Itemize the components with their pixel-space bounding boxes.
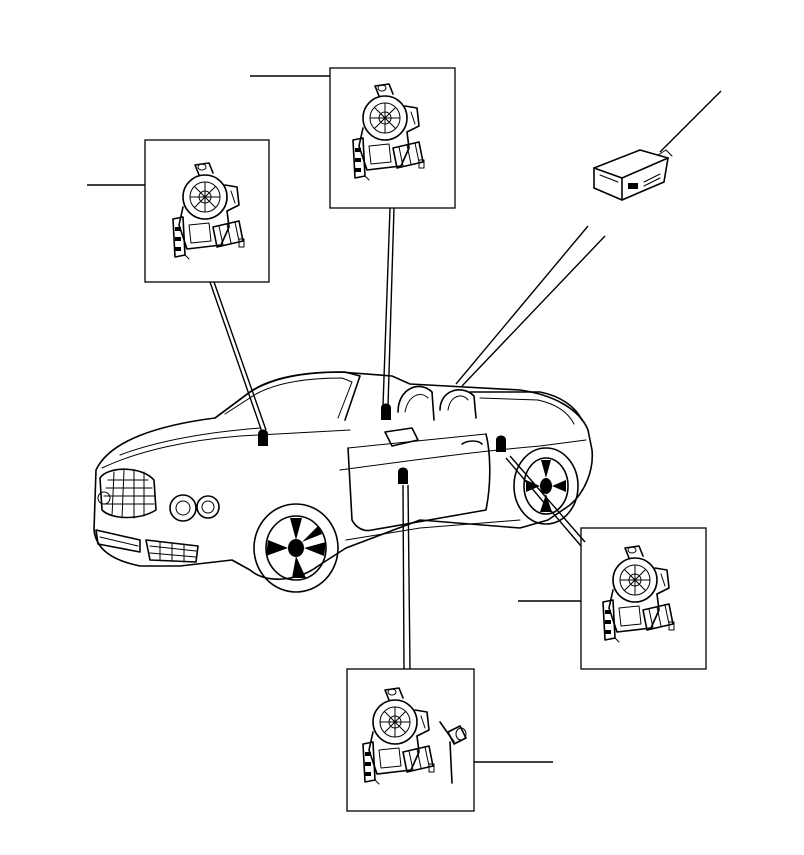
convertible-car-illustration [93,371,594,593]
lower-intake-mesh [149,541,197,563]
control-module-icon [593,90,722,201]
marker-rear-left [381,403,391,420]
motor-rear-right-inset [518,527,707,670]
screw-icon [439,721,467,784]
location-markers [258,403,506,484]
grille-mesh [103,469,155,519]
marker-rear-right [496,435,506,452]
leader-front-right [402,484,405,670]
front-wheel [253,503,339,593]
motor-front-left-inset [87,139,270,283]
leader-module-car [455,225,589,385]
marker-front-left [258,429,268,446]
motor-front-right-inset [346,668,553,812]
leader-line-module [659,90,722,153]
headlights [97,491,220,522]
leader-rear-left [382,207,391,407]
motor-rear-left-inset [250,67,456,209]
leader-front-left [209,281,263,433]
rear-wheel [513,447,579,525]
marker-front-right [398,467,408,484]
